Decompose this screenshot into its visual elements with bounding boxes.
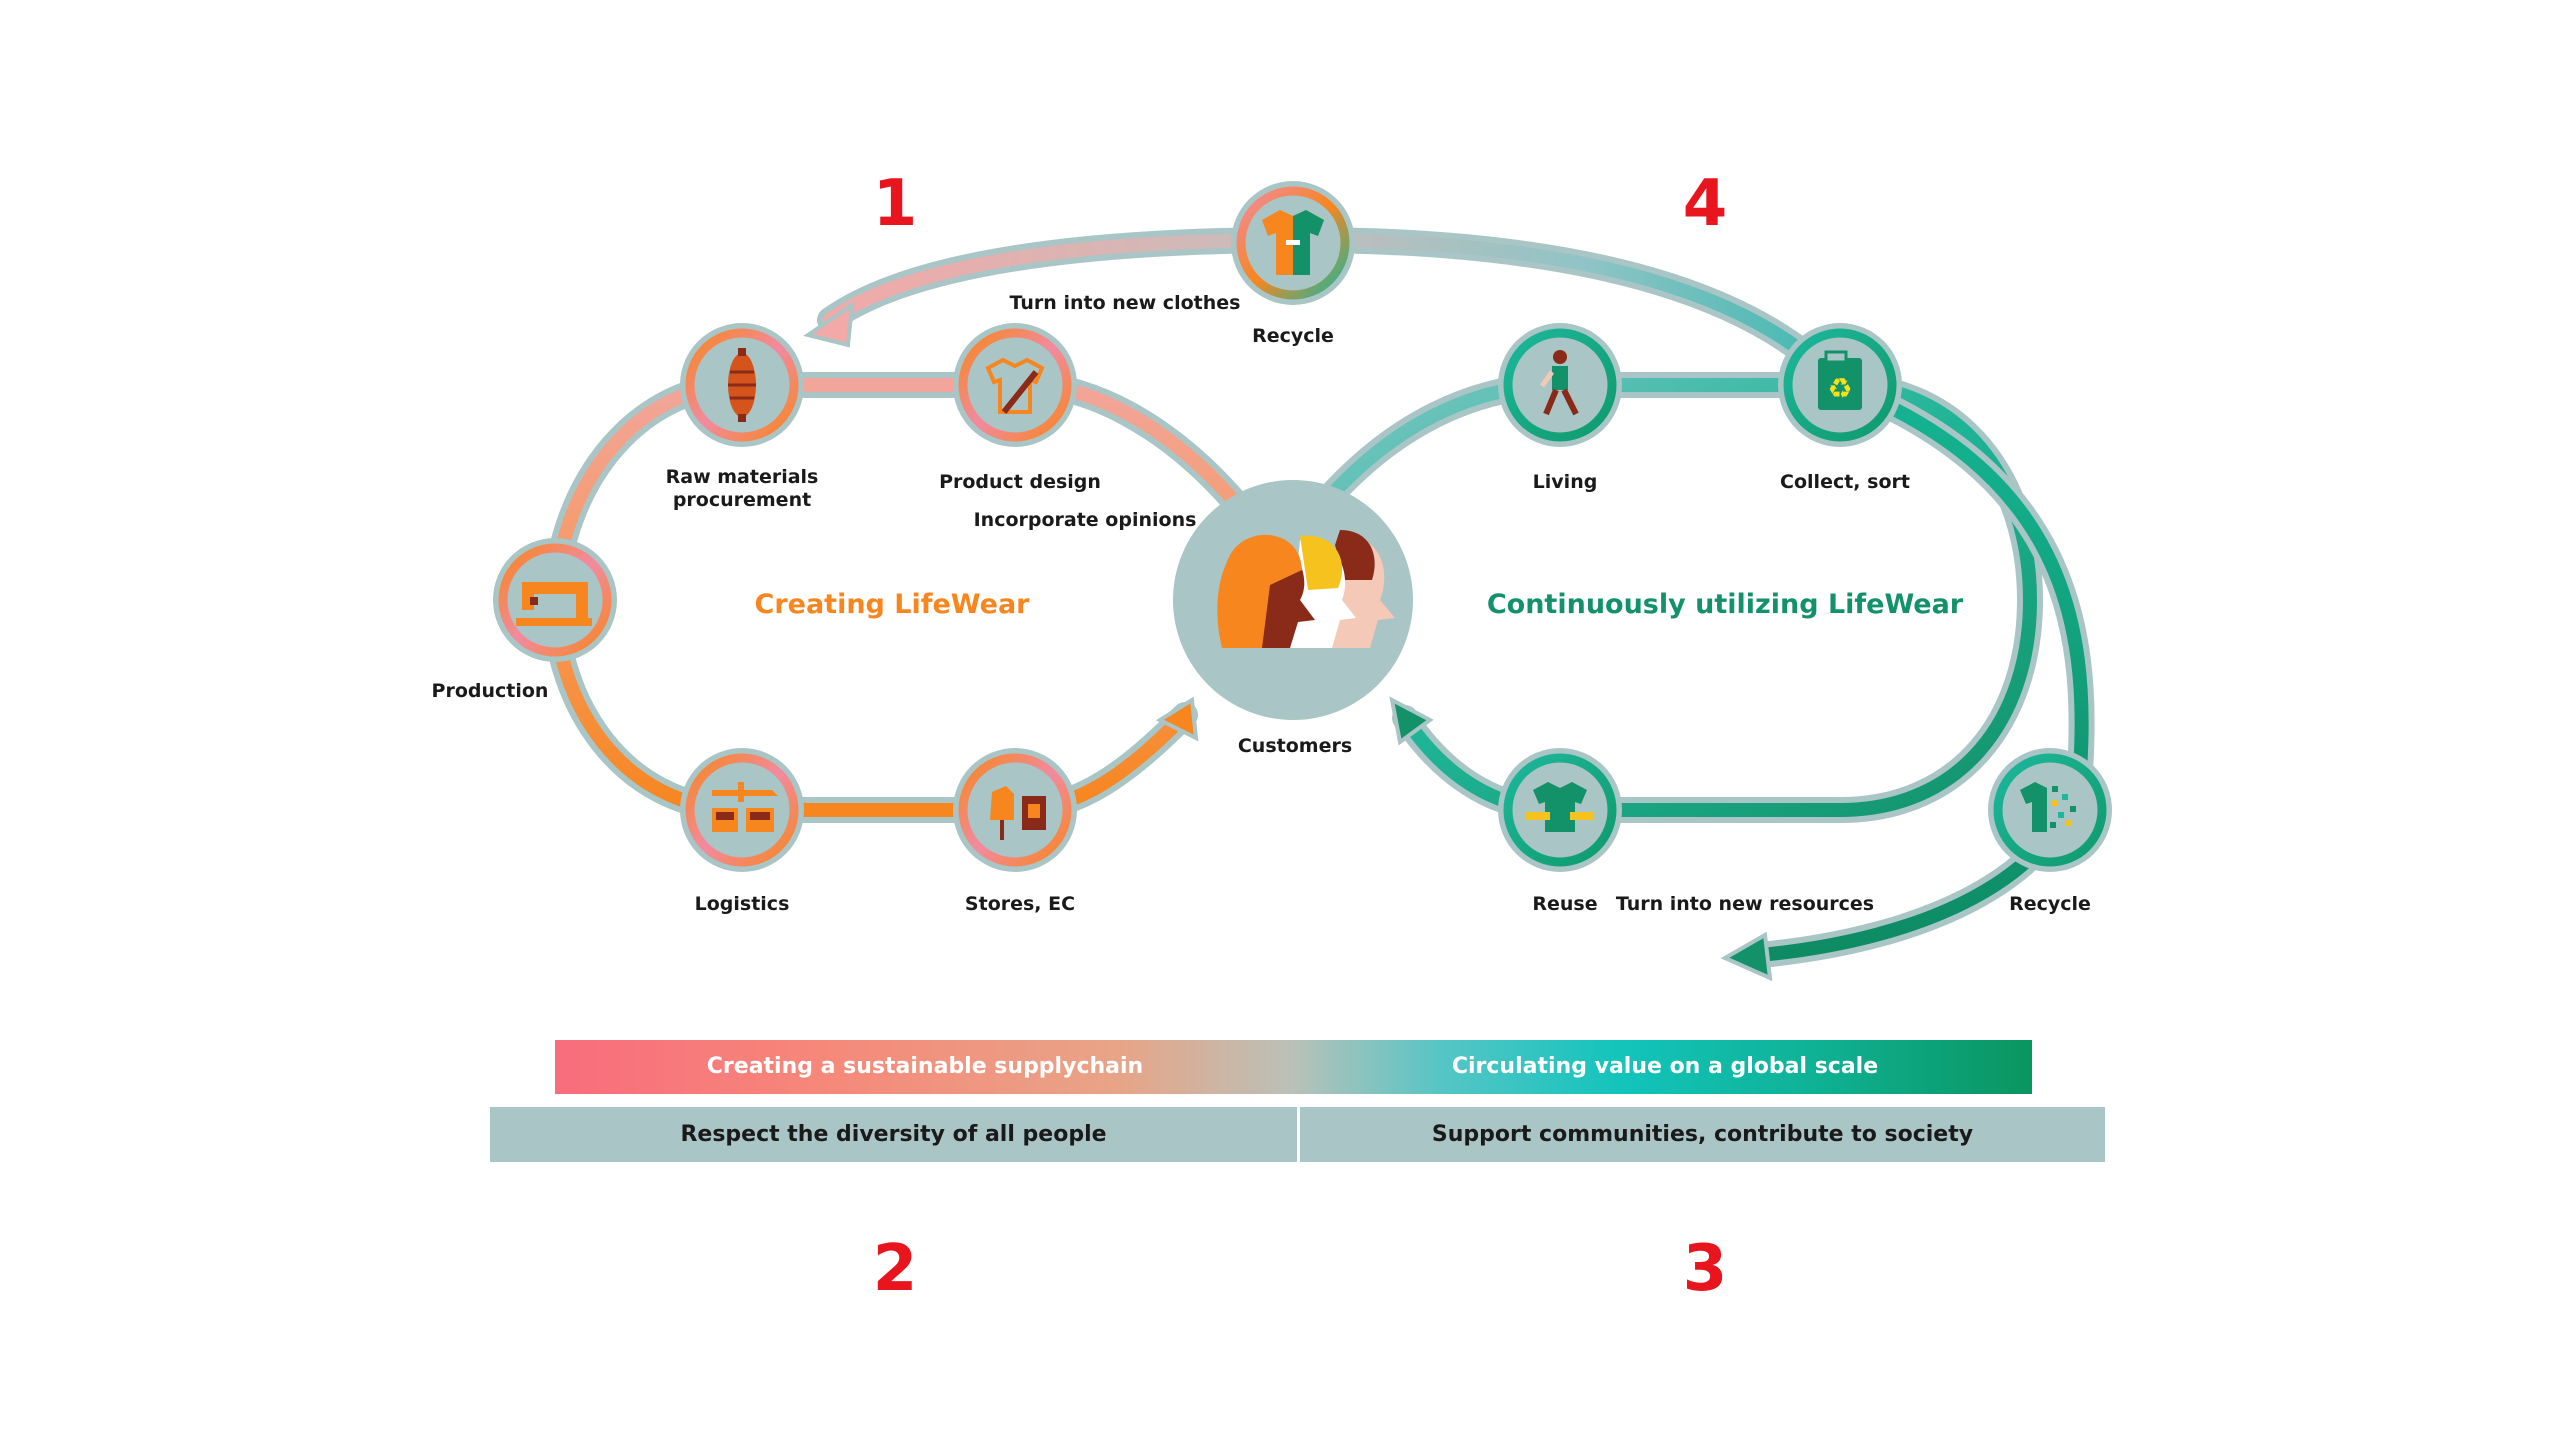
plane-truck-ship-icon xyxy=(712,782,778,832)
label-customers: Customers xyxy=(1238,735,1352,757)
number-2: 2 xyxy=(873,1232,918,1306)
arrow-into-customers-left xyxy=(1155,696,1199,742)
arrow-to-new-resources xyxy=(1720,931,1773,982)
value-gradient-bar xyxy=(555,1040,2032,1094)
node-reuse xyxy=(1498,748,1622,872)
node-customers xyxy=(1173,480,1413,720)
bar-label-respect-diversity: Respect the diversity of all people xyxy=(680,1122,1107,1147)
walking-person-icon xyxy=(1539,350,1579,416)
label-collect-sort: Collect, sort xyxy=(1780,471,1910,493)
shirt-dissolve-icon xyxy=(2020,782,2076,832)
people-faces-icon xyxy=(1217,530,1395,648)
communities-bar xyxy=(1300,1107,2105,1162)
recycle-box-icon: ♻ xyxy=(1818,350,1862,410)
mannequin-shop-icon xyxy=(990,786,1046,840)
shirt-hands-icon xyxy=(1526,782,1594,832)
label-recycle-top: Recycle xyxy=(1252,325,1334,347)
bar-label-sustainable-supplychain: Creating a sustainable supplychain xyxy=(706,1054,1144,1079)
label-recycle-right: Recycle xyxy=(2009,893,2091,915)
node-collect-sort: ♻ xyxy=(1778,323,1902,447)
shirt-recycle-icon xyxy=(1262,210,1324,275)
node-logistics xyxy=(680,748,804,872)
shirt-pencil-icon xyxy=(985,357,1045,414)
sewing-machine-icon xyxy=(516,582,592,626)
label-turn-into-new-resources: Turn into new resources xyxy=(1616,893,1874,915)
label-turn-into-new-clothes: Turn into new clothes xyxy=(1010,292,1241,314)
label-stores-ec: Stores, EC xyxy=(965,893,1075,915)
arrow-to-raw-materials xyxy=(803,300,855,348)
node-production xyxy=(493,538,617,662)
label-logistics: Logistics xyxy=(695,893,790,915)
node-recycle-right xyxy=(1988,748,2112,872)
label-living: Living xyxy=(1533,471,1598,493)
bar-label-support-communities: Support communities, contribute to socie… xyxy=(1431,1122,1974,1147)
node-recycle-top xyxy=(1231,181,1355,305)
label-product-design: Product design xyxy=(939,471,1101,493)
node-raw-materials xyxy=(680,323,804,447)
node-stores-ec xyxy=(953,748,1077,872)
node-product-design xyxy=(953,323,1077,447)
section-title-left: Creating LifeWear xyxy=(755,589,1031,620)
label-production: Production xyxy=(432,680,549,702)
svg-text:♻: ♻ xyxy=(1827,372,1852,405)
node-living xyxy=(1498,323,1622,447)
bar-label-circulating-value: Circulating value on a global scale xyxy=(1451,1054,1879,1079)
diversity-bar xyxy=(490,1107,1297,1162)
spool-icon xyxy=(728,348,756,422)
label-raw-materials-line2: procurement xyxy=(673,489,811,511)
number-3: 3 xyxy=(1683,1232,1728,1306)
section-title-right: Continuously utilizing LifeWear xyxy=(1487,589,1964,620)
number-4: 4 xyxy=(1683,167,1728,241)
label-reuse: Reuse xyxy=(1532,893,1597,915)
label-incorporate-opinions: Incorporate opinions xyxy=(974,509,1197,531)
label-raw-materials-line1: Raw materials xyxy=(666,466,819,488)
number-1: 1 xyxy=(873,167,918,241)
arrow-into-customers-right xyxy=(1389,696,1434,746)
